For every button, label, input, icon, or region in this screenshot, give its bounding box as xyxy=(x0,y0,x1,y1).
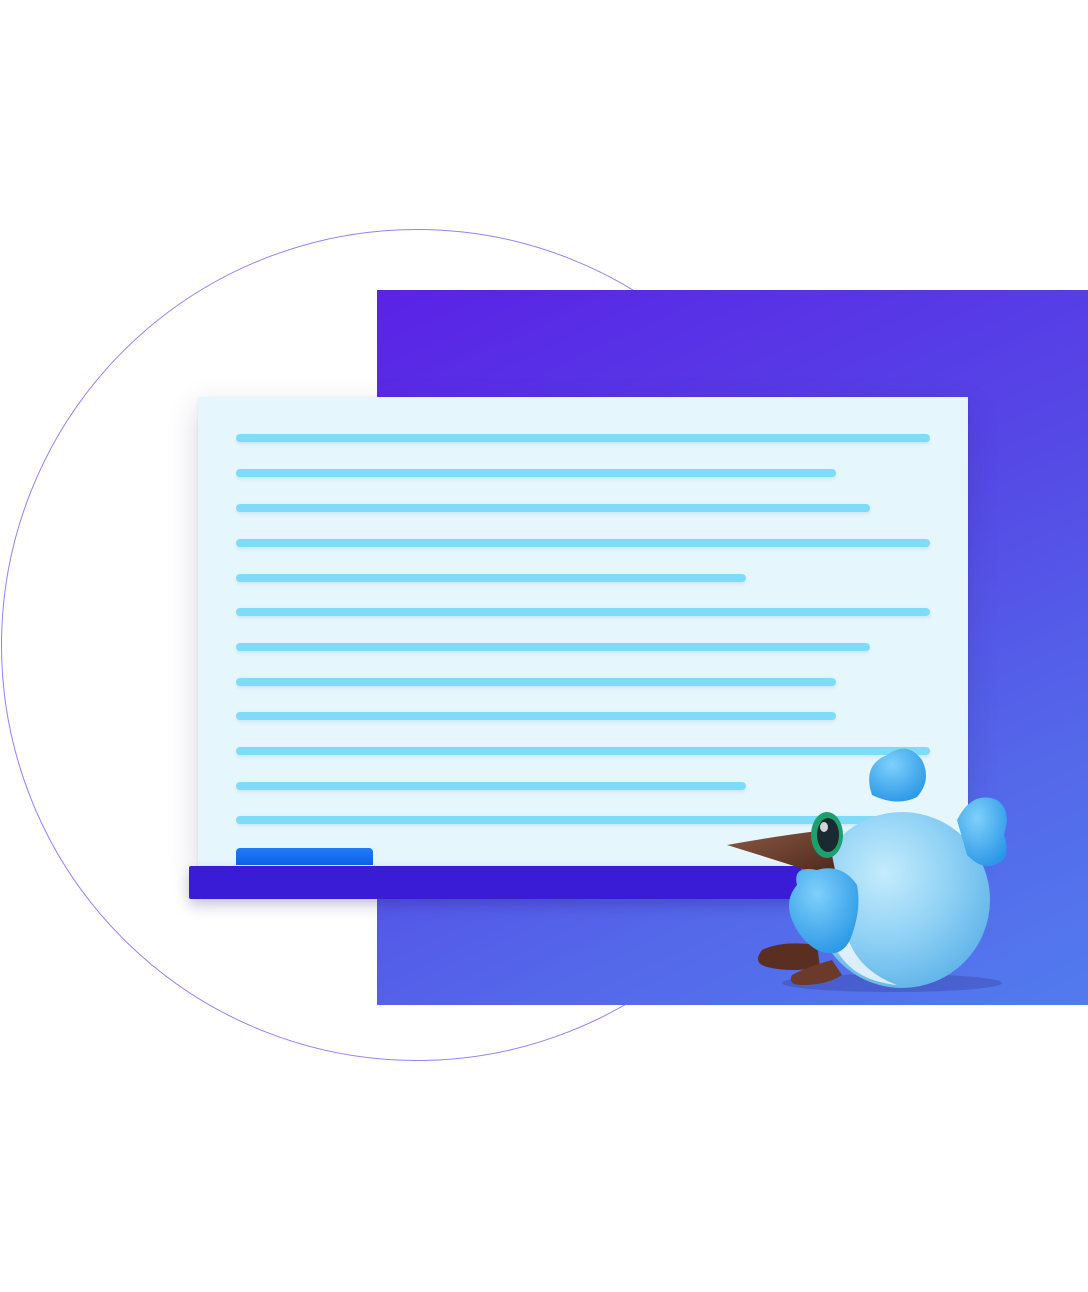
text-line-placeholder xyxy=(236,434,930,442)
blue-bird-mascot-icon xyxy=(727,748,1007,992)
text-line-placeholder xyxy=(236,816,930,824)
text-line-placeholder xyxy=(236,643,870,651)
mascot-leg xyxy=(790,960,842,985)
text-line-placeholder xyxy=(236,574,746,582)
mascot-wing xyxy=(788,868,859,954)
text-line-placeholder xyxy=(236,782,746,790)
text-line-placeholder xyxy=(236,469,836,477)
text-line-placeholder xyxy=(236,539,930,547)
mascot-leg xyxy=(758,943,820,970)
mascot-wing xyxy=(957,797,1007,867)
mascot-beak xyxy=(727,830,837,880)
text-line-placeholder xyxy=(236,747,930,755)
text-line-placeholder xyxy=(236,678,836,686)
text-line-placeholder xyxy=(236,504,870,512)
text-line-placeholder xyxy=(236,712,836,720)
text-line-placeholder xyxy=(236,608,930,616)
card-bottom-bar xyxy=(189,866,801,899)
mascot-tuft xyxy=(869,748,926,802)
card-action-button[interactable] xyxy=(236,848,373,865)
mascot-belly xyxy=(832,935,897,985)
mascot-body xyxy=(814,812,990,988)
document-card xyxy=(198,397,968,867)
